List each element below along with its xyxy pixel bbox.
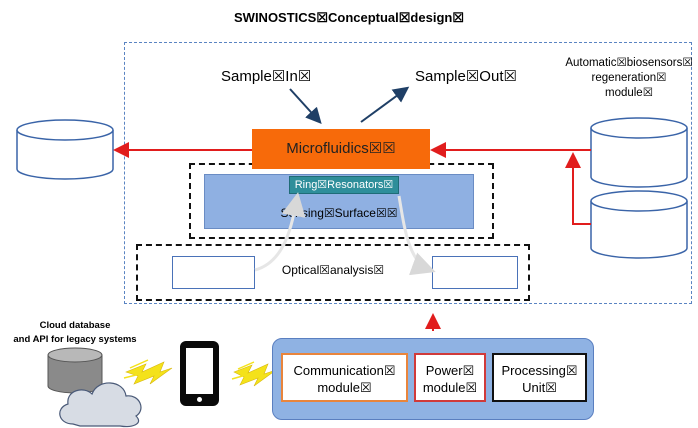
- regen-line-1: Automatic☒biosensors☒: [565, 57, 693, 69]
- tablet-screen: [186, 348, 213, 394]
- regeneration-reservoir-top-icon: [590, 117, 688, 188]
- tablet-home-button: [197, 397, 202, 402]
- cloud-line-1: Cloud database: [39, 320, 111, 331]
- power-line-2: module☒: [422, 380, 478, 395]
- diagram-title: SWINOSTICS☒Conceptual☒design☒: [234, 10, 464, 25]
- detector-box: [432, 256, 518, 289]
- processing-unit-box: Processing☒ Unit☒: [492, 353, 587, 402]
- power-module-box: Power☒ module☒: [414, 353, 486, 402]
- regen-line-2: regeneration☒: [591, 72, 667, 84]
- waste-reservoir-icon: [16, 119, 114, 180]
- proc-line-1: Processing☒: [501, 363, 578, 378]
- light-path-in: [254, 192, 306, 272]
- sensing-surface-label: Sensing☒Surface☒☒: [280, 206, 398, 220]
- cloud-database-label: Cloud database and API for legacy system…: [0, 319, 150, 347]
- proc-line-2: Unit☒: [522, 380, 557, 395]
- sample-in-label: Sample☒In☒: [221, 68, 312, 85]
- cloud-icon: [59, 382, 142, 428]
- regeneration-module-label: Automatic☒biosensors☒ regeneration☒ modu…: [558, 56, 698, 101]
- microfluidics-label: Microfluidics☒☒: [286, 140, 396, 157]
- sample-out-arrow: [360, 86, 410, 123]
- comm-line-1: Communication☒: [293, 363, 396, 378]
- regen-line-3: module☒: [604, 87, 654, 99]
- light-source-box: [172, 256, 255, 289]
- power-line-1: Power☒: [425, 363, 475, 378]
- cloud-database-icon: [47, 347, 103, 394]
- lightning-icon-left: [123, 359, 173, 385]
- microfluidics-block: [252, 129, 430, 169]
- sample-out-label: Sample☒Out☒: [415, 68, 517, 85]
- regeneration-reservoir-bottom-icon: [590, 190, 688, 259]
- lightning-icon-right: [231, 361, 277, 387]
- sample-in-arrow: [289, 88, 322, 124]
- ring-resonators-block: [289, 176, 399, 194]
- light-path-out: [397, 195, 436, 276]
- optical-analysis-label: Optical☒analysis☒: [281, 263, 385, 277]
- regeneration-arrow: [565, 152, 591, 225]
- comm-line-2: module☒: [317, 380, 372, 395]
- system-boundary: [124, 42, 692, 304]
- ring-resonators-label: Ring☒Resonators☒: [294, 179, 394, 191]
- optical-analysis-boundary: [136, 244, 530, 301]
- communication-module-box: Communication☒ module☒: [281, 353, 408, 402]
- cloud-line-2: and API for legacy systems: [13, 334, 137, 345]
